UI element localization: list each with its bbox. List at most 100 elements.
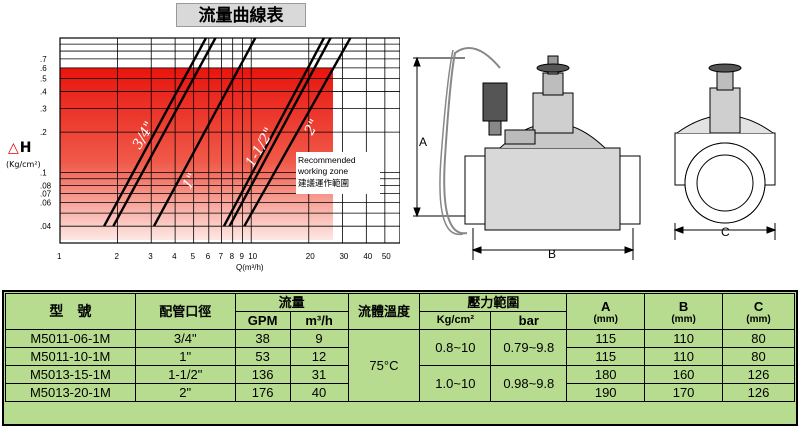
x-tick-label: 10 (248, 252, 257, 261)
cell-c: 80 (722, 347, 795, 366)
header-b: B(mm) (644, 293, 724, 330)
x-tick-label: 6 (206, 252, 211, 261)
cell-a: 115 (566, 329, 646, 348)
header-c-unit: (mm) (746, 313, 771, 325)
y-tick-label: .7 (40, 55, 47, 64)
cell-pressure-kg: 0.8~10 (419, 329, 492, 366)
cell-b: 170 (644, 383, 724, 402)
header-kg: Kg/cm² (419, 311, 492, 330)
valve-side-view (464, 55, 641, 231)
cell-m3h: 9 (289, 329, 349, 348)
x-tick-label: 20 (306, 252, 315, 261)
valve-front-view (674, 63, 776, 224)
cell-b: 110 (644, 347, 724, 366)
x-tick-label: 1 (57, 252, 62, 261)
cell-pipe: 3/4" (134, 329, 236, 348)
curve-label-2: 2" (301, 117, 323, 139)
cell-gpm: 136 (234, 365, 291, 384)
header-temp: 流體溫度 (347, 293, 421, 330)
header-pipe: 配管口徑 (134, 293, 236, 330)
y-axis-title: △H (8, 140, 32, 156)
flow-curve (152, 37, 257, 227)
cell-c: 80 (722, 329, 795, 348)
cell-temperature: 75°C (347, 329, 421, 402)
y-axis-letter: H (19, 140, 32, 156)
cell-a: 115 (566, 347, 646, 366)
cell-pipe: 1-1/2" (134, 365, 236, 384)
x-tick-label: 50 (382, 252, 391, 261)
cell-pipe: 1" (134, 347, 236, 366)
cell-pressure-bar: 0.98~9.8 (490, 365, 568, 402)
cell-gpm: 38 (234, 329, 291, 348)
cell-pipe: 2" (134, 383, 236, 402)
cell-gpm: 53 (234, 347, 291, 366)
cell-model: M5011-06-1M (5, 329, 136, 348)
valve-drawings: A B C (413, 47, 777, 261)
curve-label-1: 1" (180, 171, 202, 192)
header-a-label: A (601, 298, 611, 314)
cell-m3h: 12 (289, 347, 349, 366)
recommended-zone (60, 68, 333, 240)
delta-icon: △ (8, 140, 19, 156)
flow-curve (222, 37, 325, 227)
header-c-label: C (753, 298, 764, 314)
header-b-unit: (mm) (671, 313, 696, 325)
x-tick-label: 5 (191, 252, 196, 261)
y-tick-label: .3 (40, 104, 47, 113)
cell-c: 126 (722, 365, 795, 384)
x-tick-label: 3 (148, 252, 153, 261)
x-tick-label: 2 (115, 252, 120, 261)
zone-label-en-2: working zone (297, 166, 348, 176)
dim-label-b: B (548, 247, 556, 261)
chart-frame (59, 37, 400, 244)
cell-m3h: 31 (289, 365, 349, 384)
header-pressure: 壓力範圍 (419, 293, 568, 312)
page-title: 流量曲線表 (176, 3, 306, 27)
y-tick-label: .4 (40, 88, 47, 97)
cell-gpm: 176 (234, 383, 291, 402)
cell-b: 160 (644, 365, 724, 384)
y-tick-label: .07 (40, 189, 52, 198)
dim-label-c: C (721, 225, 730, 239)
y-tick-label: .06 (40, 198, 52, 207)
flow-curve (112, 37, 217, 227)
zone-label-en-1: Recommended (298, 155, 356, 165)
header-m3h: m³/h (289, 311, 349, 330)
x-tick-label: 4 (172, 252, 177, 261)
header-gpm: GPM (234, 311, 291, 330)
x-tick-label: 7 (219, 252, 224, 261)
x-tick-label: 9 (239, 252, 244, 261)
x-tick-label: 8 (230, 252, 235, 261)
y-tick-label: .04 (40, 222, 52, 231)
y-tick-label: .6 (40, 64, 47, 73)
header-c: C(mm) (722, 293, 795, 330)
header-model: 型 號 (5, 293, 136, 330)
table-row: M5011-10-1M 1" 53 12 115 110 80 (5, 347, 795, 366)
cell-a: 190 (566, 383, 646, 402)
cell-model: M5013-20-1M (5, 383, 136, 402)
cell-pressure-kg: 1.0~10 (419, 365, 492, 402)
table-row: M5011-06-1M 3/4" 38 9 75°C 0.8~10 0.79~9… (5, 329, 795, 402)
spec-table: 型 號 配管口徑 流量 流體溫度 壓力範圍 A(mm) B(mm) C(mm) … (5, 293, 795, 402)
header-bar: bar (490, 311, 568, 330)
cell-pressure-bar: 0.79~9.8 (490, 329, 568, 366)
flow-curve (243, 37, 352, 227)
table-row: M5013-20-1M 2" 176 40 190 170 126 (5, 383, 795, 402)
y-tick-label: .5 (40, 75, 47, 84)
header-b-label: B (678, 298, 689, 314)
cell-b: 110 (644, 329, 724, 348)
cell-a: 180 (566, 365, 646, 384)
y-tick-label: .2 (40, 128, 47, 137)
y-axis-unit: (Kg/cm²) (6, 160, 41, 169)
dim-label-a: A (419, 135, 427, 149)
y-tick-label: .1 (40, 169, 47, 178)
x-axis-label: Q(m³/h) (236, 263, 264, 272)
header-flow: 流量 (234, 293, 349, 312)
cell-c: 126 (722, 383, 795, 402)
flow-curve (103, 37, 208, 227)
y-tick-label: .08 (40, 182, 52, 191)
header-a-unit: (mm) (593, 313, 618, 325)
flow-curve (228, 37, 332, 227)
header-a: A(mm) (566, 293, 646, 330)
